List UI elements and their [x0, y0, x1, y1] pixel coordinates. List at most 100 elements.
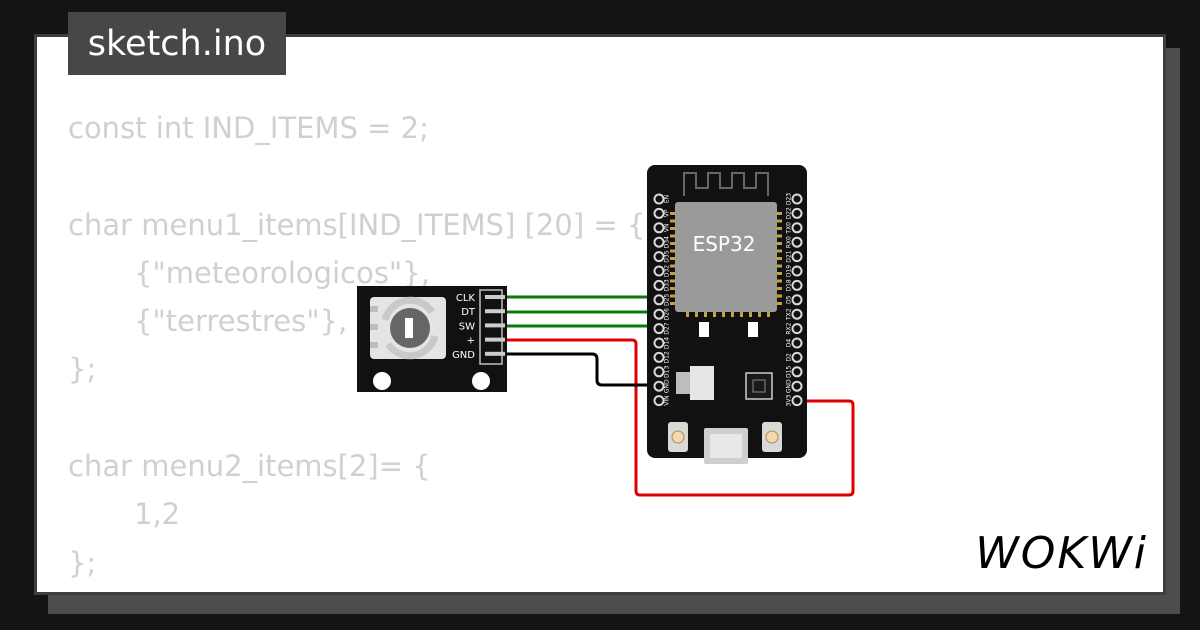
esp32-board[interactable]: ESP32 ENVPVND34D35D32D33D25D26D27D14D12D…: [647, 165, 807, 464]
pin-d35[interactable]: [653, 251, 665, 263]
esp32-module: [675, 202, 777, 312]
pin-rx2[interactable]: [791, 323, 803, 335]
pin-d18[interactable]: [791, 279, 803, 291]
pin-label: 3V3: [786, 395, 793, 407]
pin-d32[interactable]: [653, 265, 665, 277]
pin-label: D15: [786, 365, 793, 377]
pin-tx0[interactable]: [791, 222, 803, 234]
usb-uart-chip: [745, 372, 773, 400]
pin-d5[interactable]: [791, 294, 803, 306]
pin-label: GND: [786, 379, 793, 393]
rotary-encoder[interactable]: CLK DT SW + GND: [357, 286, 507, 392]
preview-card: [34, 34, 1166, 595]
pin-label: D5: [786, 295, 793, 304]
file-tab[interactable]: sketch.ino: [68, 12, 286, 75]
encoder-pin-label: CLK: [456, 293, 476, 304]
voltage-regulator: [676, 372, 690, 394]
pin-d22[interactable]: [791, 207, 803, 219]
pin-label: GND: [664, 379, 671, 393]
pin-vn[interactable]: [653, 222, 665, 234]
pin-d15[interactable]: [791, 366, 803, 378]
pin-d25[interactable]: [653, 294, 665, 306]
pin-label: VN: [664, 224, 671, 233]
encoder-pins: [485, 295, 505, 356]
esp32-right-pins: D23D22TX0RX0D21D19D18D5TX2RX2D4D2D15GND3…: [786, 193, 803, 407]
pin-label: D23: [786, 193, 793, 205]
pin-label: TX0: [786, 222, 793, 235]
pin-label: VIN: [664, 395, 671, 405]
pin-d21[interactable]: [791, 251, 803, 263]
pin-d2[interactable]: [791, 351, 803, 363]
code-line: 1,2: [134, 497, 181, 532]
pin-vin[interactable]: [653, 395, 665, 407]
code-line: char menu2_items[2]= {: [68, 449, 431, 484]
pin-label: D14: [664, 337, 671, 349]
code-line: {"meteorologicos"},: [134, 255, 430, 290]
file-tab-label: sketch.ino: [87, 23, 267, 64]
encoder-pin-label: GND: [452, 350, 475, 361]
wire-ground[interactable]: [503, 352, 656, 387]
pin-d4[interactable]: [791, 337, 803, 349]
encoder-pin-label: SW: [459, 321, 475, 332]
pin-d13[interactable]: [653, 366, 665, 378]
encoder-pin[interactable]: [485, 295, 505, 299]
wokwi-logo-text: WOKWi: [975, 528, 1148, 579]
encoder-pin[interactable]: [485, 309, 505, 314]
code-listing: const int IND_ITEMS = 2; char menu1_items…: [68, 104, 645, 587]
encoder-pin-label: DT: [461, 307, 476, 318]
code-line: char menu1_items[IND_ITEMS] [20] = {: [68, 207, 646, 242]
encoder-pin[interactable]: [485, 337, 505, 342]
pin-d26[interactable]: [653, 308, 665, 320]
wifi-antenna-icon: [683, 172, 769, 196]
esp32-chip-label: ESP32: [693, 232, 756, 256]
encoder-pin-labels: CLK DT SW + GND: [452, 293, 476, 361]
pin-label: D27: [664, 322, 671, 334]
wires: [503, 295, 855, 497]
pin-label: VP: [664, 209, 671, 217]
pin-d14[interactable]: [653, 337, 665, 349]
wokwi-logo: WOKWi: [975, 528, 1148, 579]
pin-gnd[interactable]: [791, 380, 803, 392]
pin-label: D12: [664, 351, 671, 363]
pin-label: D4: [786, 339, 793, 348]
pin-tx2[interactable]: [791, 308, 803, 320]
pin-label: D35: [664, 250, 671, 262]
encoder-pin-label: +: [467, 336, 475, 347]
code-line: const int IND_ITEMS = 2;: [68, 111, 429, 145]
chip-pins: [670, 212, 782, 317]
pin-vp[interactable]: [653, 207, 665, 219]
code-line: };: [68, 352, 97, 387]
encoder-mount-hole: [472, 372, 490, 390]
pin-label: D25: [664, 293, 671, 305]
pin-d27[interactable]: [653, 323, 665, 335]
pin-label: D13: [664, 365, 671, 377]
pin-d23[interactable]: [791, 193, 803, 205]
encoder-pin[interactable]: [485, 351, 505, 356]
pin-label: D18: [786, 279, 793, 291]
pin-d33[interactable]: [653, 279, 665, 291]
encoder-pin[interactable]: [485, 323, 505, 328]
pin-label: EN: [664, 195, 671, 203]
pin-d12[interactable]: [653, 351, 665, 363]
pin-label: D33: [664, 279, 671, 291]
pin-gnd[interactable]: [653, 380, 665, 392]
pin-label: RX0: [786, 236, 793, 248]
pin-label: D2: [786, 353, 793, 362]
pin-3v3[interactable]: [791, 395, 803, 407]
pin-d34[interactable]: [653, 236, 665, 248]
wire-power[interactable]: [503, 338, 855, 497]
pin-en[interactable]: [653, 193, 665, 205]
code-line: {"terrestres"},: [134, 304, 348, 339]
pin-rx0[interactable]: [791, 236, 803, 248]
encoder-mount-hole: [373, 372, 391, 390]
pin-label: D26: [664, 308, 671, 320]
code-line: };: [68, 545, 97, 580]
pin-label: D19: [786, 265, 793, 277]
pin-label: D21: [786, 250, 793, 262]
pin-label: D34: [664, 236, 671, 248]
pin-d19[interactable]: [791, 265, 803, 277]
pin-label: D32: [664, 265, 671, 277]
pin-label: RX2: [786, 322, 793, 334]
